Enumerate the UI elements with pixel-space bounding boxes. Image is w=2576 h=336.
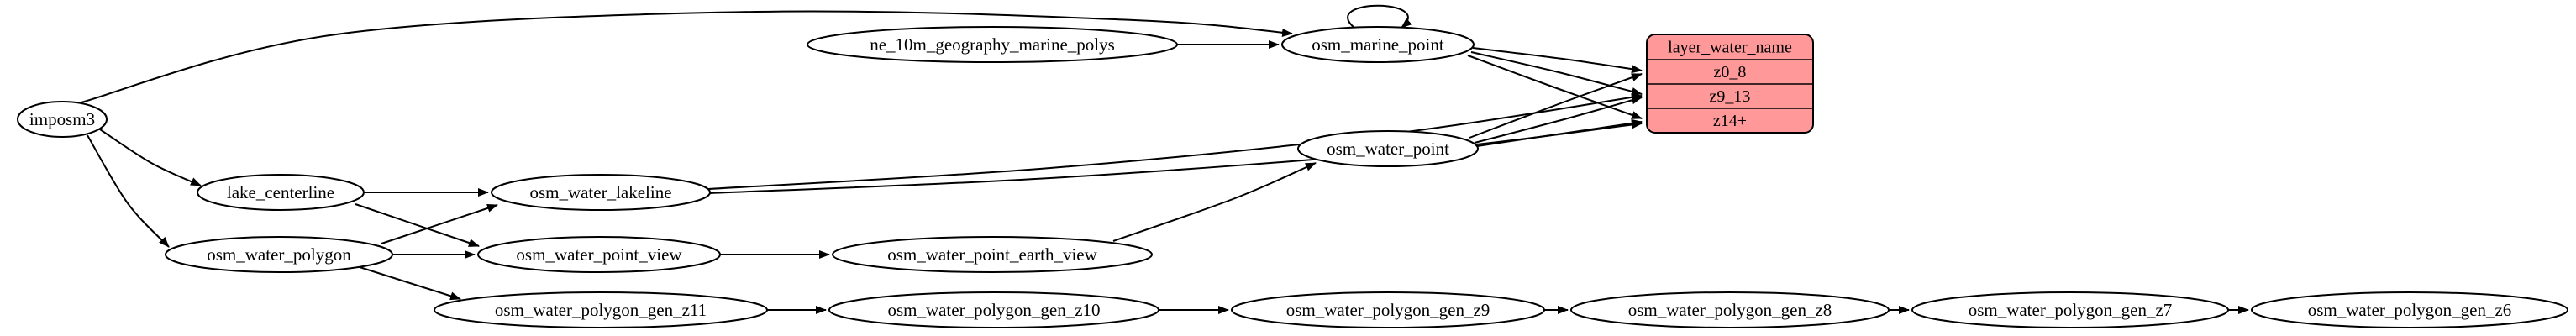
node-osm_water_point_earth_view-label: osm_water_point_earth_view (887, 244, 1097, 265)
edge-osm_water_polygon-to-osm_water_lakeline (381, 204, 498, 244)
node-osm_water_point-label: osm_water_point (1327, 139, 1449, 159)
record-row-z9_13: z9_13 (1710, 87, 1751, 106)
node-osm_water_polygon_gen_z10-label: osm_water_polygon_gen_z10 (887, 300, 1100, 320)
node-imposm3-label: imposm3 (29, 109, 95, 129)
edge-osm_water_point_earth_view-to-osm_water_point (1112, 162, 1317, 242)
node-ne_10m_geography_marine_polys-shape (807, 26, 1178, 63)
edge-osm_water_lakeline-to-layer_water_name-z14plus (708, 120, 1643, 194)
node-osm_water_point-shape (1297, 130, 1479, 167)
node-osm_water_point_earth_view-shape (832, 236, 1153, 273)
node-osm_water_lakeline-shape (491, 174, 711, 211)
node-osm_water_lakeline-label: osm_water_lakeline (529, 182, 671, 202)
node-osm_water_polygon_gen_z8: osm_water_polygon_gen_z8 (1570, 291, 1890, 328)
edges-layer (77, 4, 2249, 314)
node-osm_water_polygon_gen_z9-label: osm_water_polygon_gen_z9 (1286, 300, 1490, 320)
node-osm_water_polygon_gen_z7-shape (1911, 291, 2229, 328)
node-ne_10m_geography_marine_polys-label: ne_10m_geography_marine_polys (870, 34, 1115, 55)
edge-osm_marine_point-to-layer_water_name-z14plus (1467, 55, 1643, 119)
edge-osm_water_point-to-layer_water_name-z0_8 (1469, 73, 1643, 139)
node-lake_centerline: lake_centerline (197, 174, 365, 211)
node-lake_centerline-shape (197, 174, 365, 211)
edge-osm_marine_point-to-layer_water_name-z0_8 (1472, 47, 1643, 74)
edge-osm_water_point-to-layer_water_name-z9_13 (1474, 96, 1643, 144)
edge-imposm3-to-lake_centerline (97, 127, 202, 186)
edge-osm_marine_point-to-osm_marine_point (1347, 4, 1412, 29)
node-osm_water_polygon_gen_z6: osm_water_polygon_gen_z6 (2251, 291, 2568, 328)
node-osm_water_polygon_gen_z11-label: osm_water_polygon_gen_z11 (495, 300, 707, 320)
nodes-layer: imposm3 ne_10m_geography_marine_polys osm_… (17, 26, 2568, 328)
node-osm_water_polygon_gen_z10: osm_water_polygon_gen_z10 (828, 291, 1159, 328)
record-row-z0_8: z0_8 (1714, 63, 1747, 81)
node-osm_water_point_earth_view: osm_water_point_earth_view (832, 236, 1153, 273)
record-layer: layer_water_name z0_8 z9_13 z14+ (1646, 34, 1814, 134)
record-row-z14plus: z14+ (1713, 112, 1747, 130)
node-osm_water_polygon_gen_z7: osm_water_polygon_gen_z7 (1911, 291, 2229, 328)
node-osm_marine_point-shape (1281, 26, 1475, 63)
node-osm_water_polygon_gen_z8-shape (1570, 291, 1890, 328)
node-osm_water_point_view: osm_water_point_view (477, 236, 721, 273)
edge-imposm3-to-osm_marine_point (77, 10, 1293, 104)
node-osm_water_polygon_gen_z9-shape (1231, 291, 1545, 328)
node-osm_water_point_view-label: osm_water_point_view (516, 244, 682, 265)
edge-osm_water_lakeline-to-layer_water_name-z9_13 (707, 92, 1643, 190)
node-osm_marine_point-label: osm_marine_point (1312, 34, 1444, 55)
node-osm_water_polygon-shape (165, 236, 393, 273)
edge-imposm3-to-osm_water_polygon (87, 134, 170, 248)
node-imposm3-shape (17, 101, 108, 138)
node-osm_water_polygon_gen_z7-label: osm_water_polygon_gen_z7 (1969, 300, 2173, 320)
node-osm_water_polygon_gen_z11: osm_water_polygon_gen_z11 (434, 291, 768, 328)
node-osm_water_polygon: osm_water_polygon (165, 236, 393, 273)
node-osm_water_polygon_gen_z8-label: osm_water_polygon_gen_z8 (1628, 300, 1832, 320)
record-title: layer_water_name (1668, 39, 1792, 57)
node-osm_water_polygon_gen_z6-shape (2251, 291, 2568, 328)
node-osm_water_polygon_gen_z9: osm_water_polygon_gen_z9 (1231, 291, 1545, 328)
node-osm_water_lakeline: osm_water_lakeline (491, 174, 711, 211)
node-osm_water_polygon-label: osm_water_polygon (207, 244, 351, 265)
node-osm_marine_point: osm_marine_point (1281, 26, 1475, 63)
node-osm_water_polygon_gen_z10-shape (828, 291, 1159, 328)
node-osm_water_polygon_gen_z11-shape (434, 291, 768, 328)
node-lake_centerline-label: lake_centerline (227, 182, 334, 202)
node-imposm3: imposm3 (17, 101, 108, 138)
edge-osm_water_polygon-to-osm_water_polygon_gen_z11 (359, 266, 461, 301)
node-ne_10m_geography_marine_polys: ne_10m_geography_marine_polys (807, 26, 1178, 63)
edge-osm_marine_point-to-layer_water_name-z9_13 (1470, 51, 1643, 96)
edge-lake_centerline-to-osm_water_point_view (355, 203, 480, 247)
node-osm_water_point_view-shape (477, 236, 721, 273)
node-osm_water_point: osm_water_point (1297, 130, 1479, 167)
node-osm_water_polygon_gen_z6-label: osm_water_polygon_gen_z6 (2308, 300, 2512, 320)
